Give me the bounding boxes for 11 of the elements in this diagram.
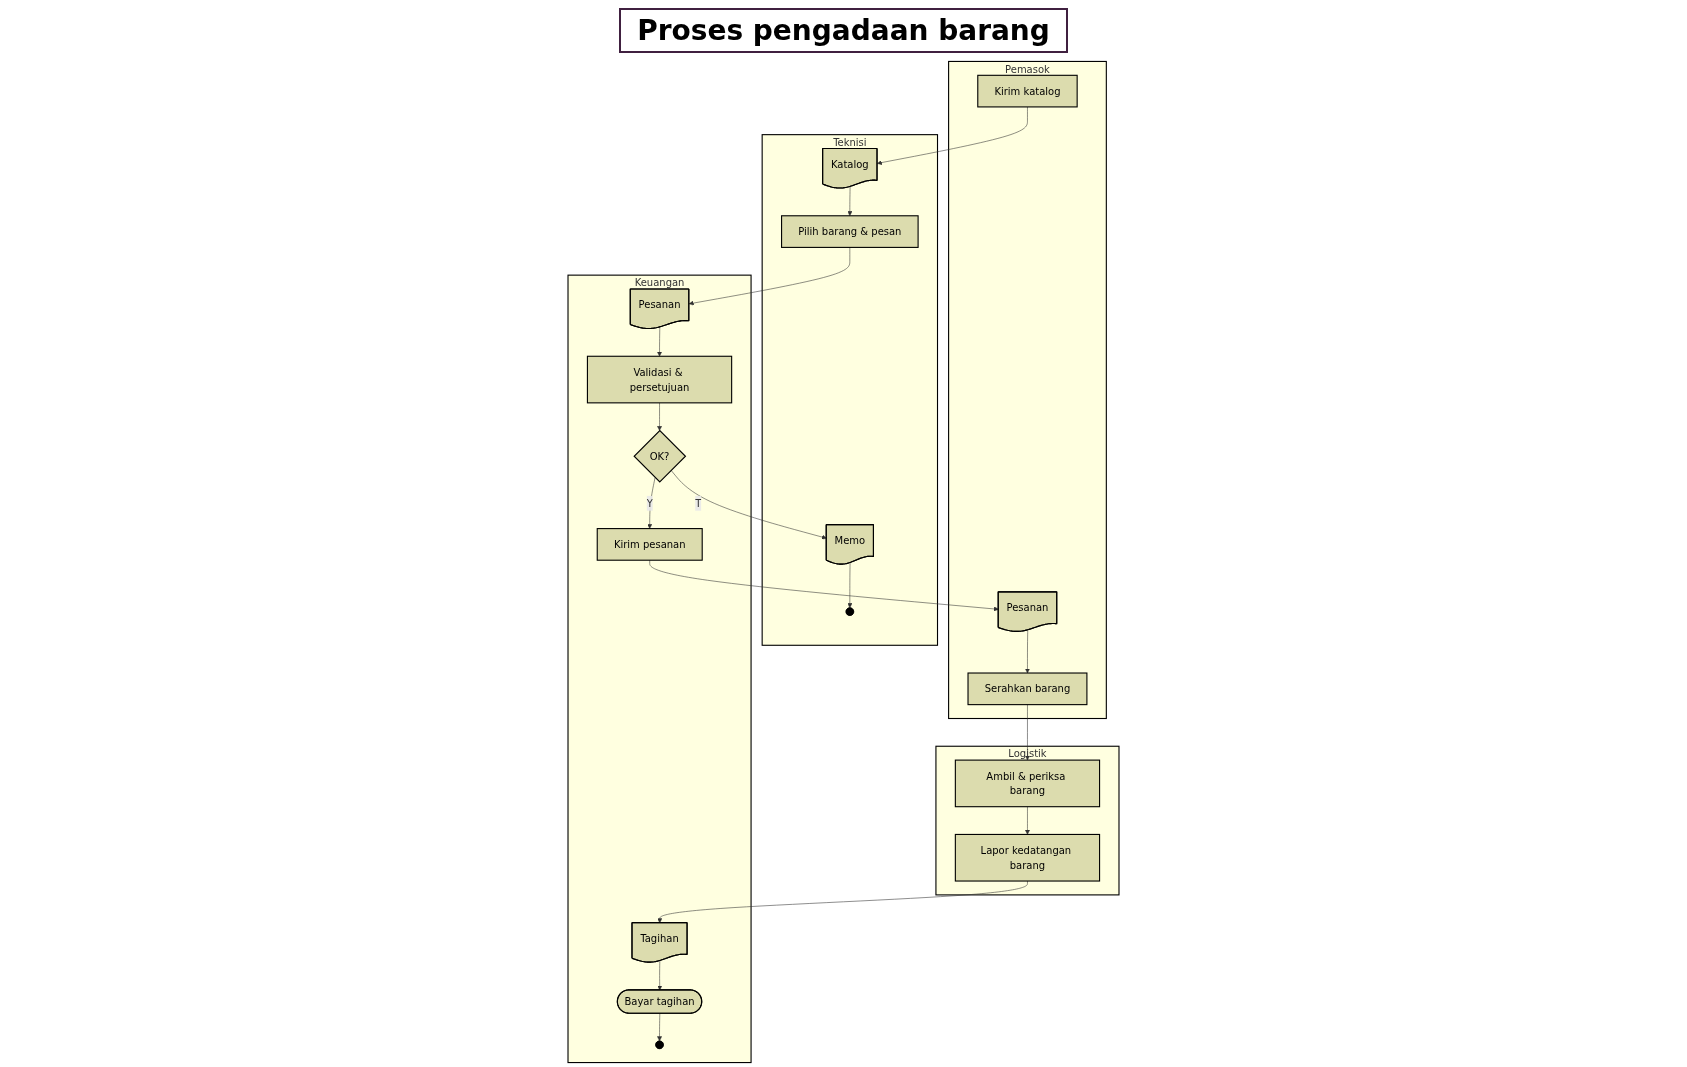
edge-label: T: [695, 497, 702, 510]
node-diamond: OK?: [633, 429, 687, 483]
diagram-title: Proses pengadaan barang: [619, 8, 1068, 53]
edge-label: Y: [646, 497, 653, 510]
node-box: Validasi & persetujuan: [586, 355, 733, 404]
node-box: Serahkan barang: [967, 672, 1088, 706]
node-box: Pilih barang & pesan: [781, 215, 919, 248]
node-box: Kirim pesanan: [596, 528, 703, 561]
node-box: Ambil & periksa barang: [954, 759, 1101, 808]
node-box: Kirim katalog: [977, 74, 1078, 108]
node-box: Lapor kedatangan barang: [954, 833, 1101, 882]
